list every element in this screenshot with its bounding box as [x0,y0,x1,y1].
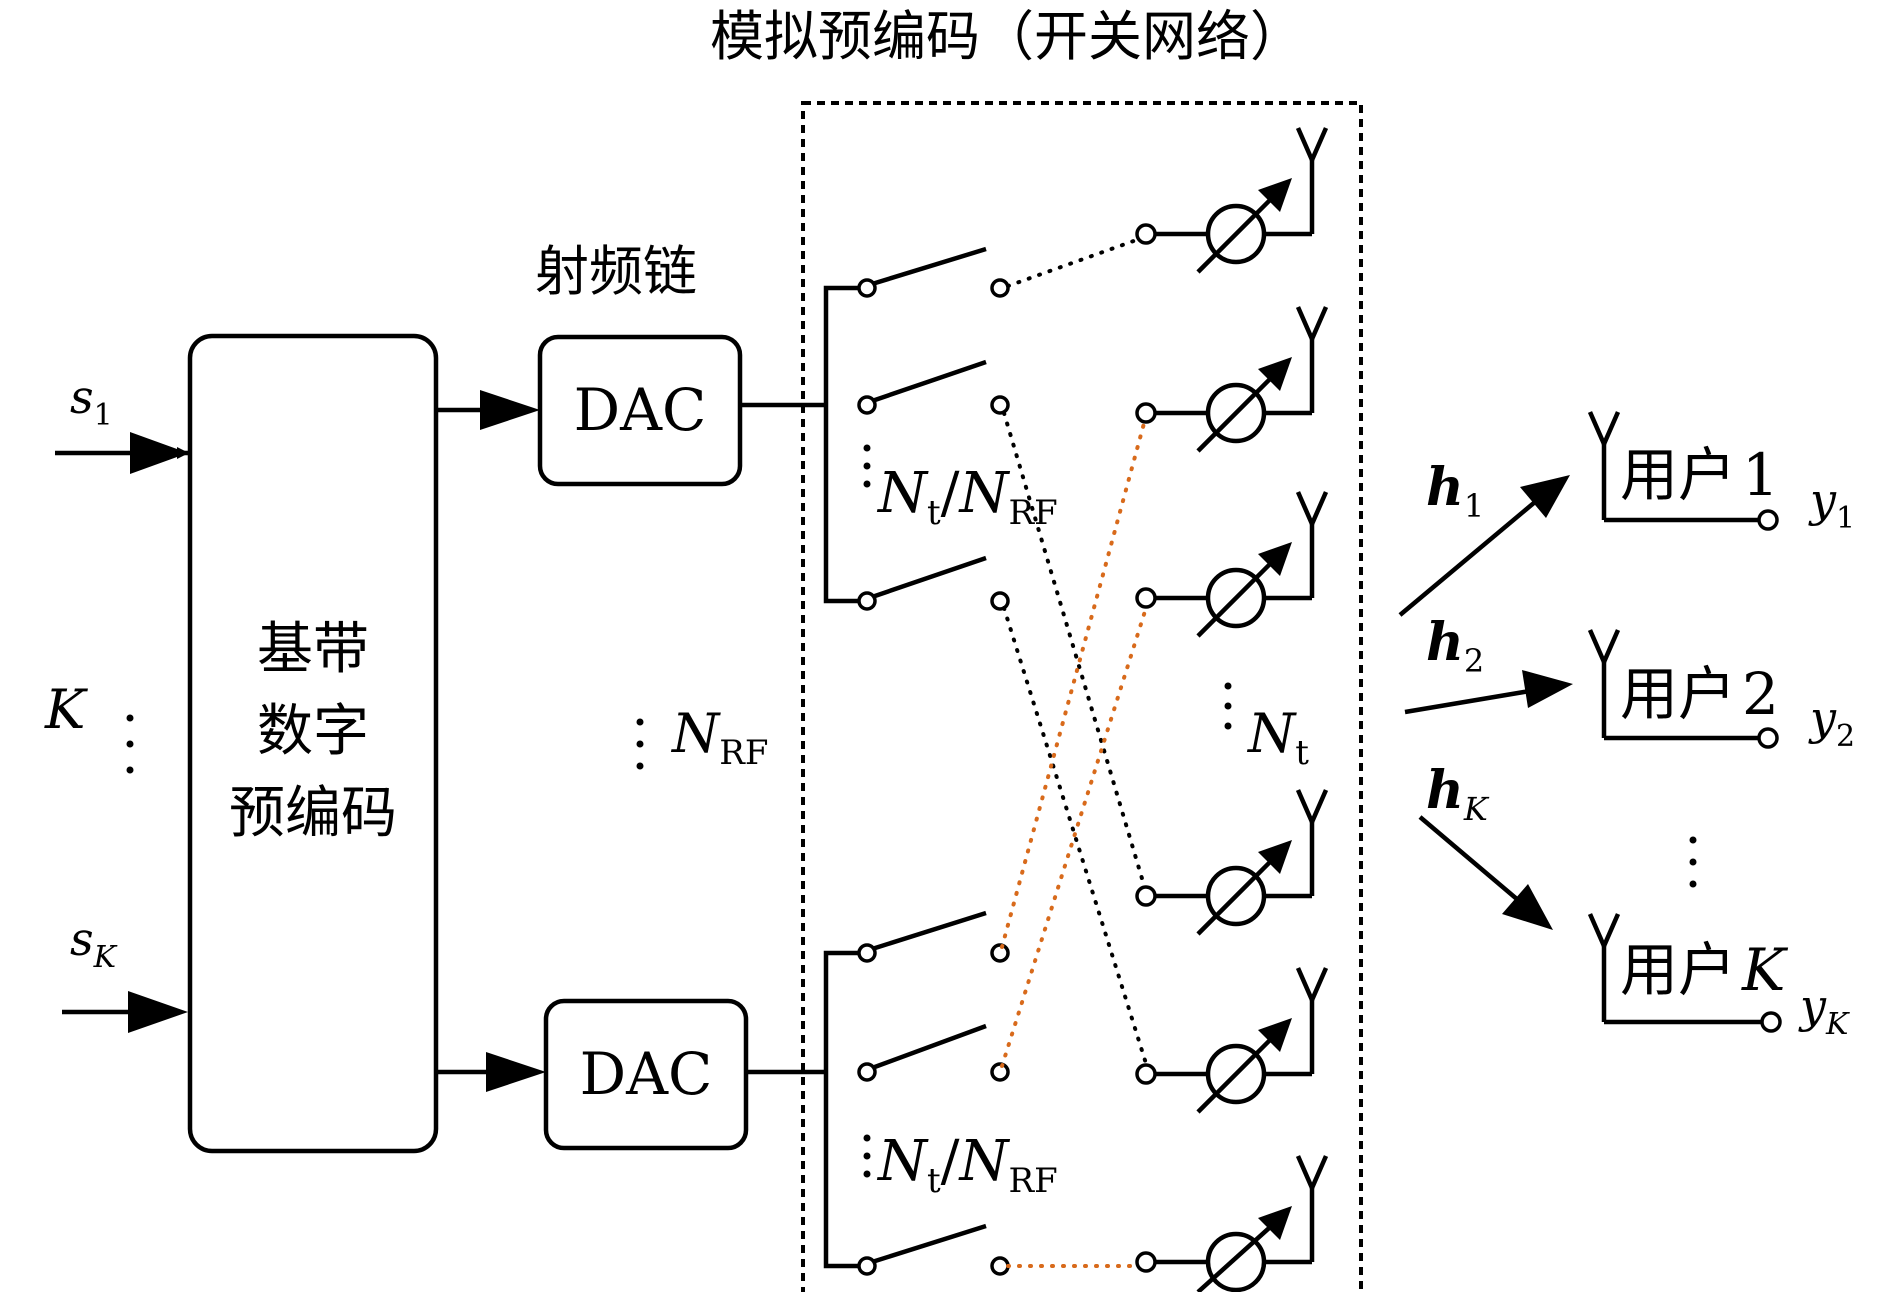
switch-bus-upper [823,285,867,604]
dac-block-1-label: DAC [574,376,707,444]
phase-shifter-antenna-2 [1135,306,1329,453]
switch-lower-2 [857,1023,1010,1082]
phase-shifter-antenna-3 [1135,491,1329,638]
input-sK-arrowhead [128,991,188,1033]
channel-h1-arrowhead [1520,475,1570,518]
input-s1-label: s1 [70,370,113,433]
user-1-antenna [1587,411,1779,531]
connection-black-1 [1006,236,1144,288]
input-vertical-dots [126,714,134,774]
switch-lower-3 [857,1223,1010,1276]
channel-h2-arrowhead [1522,670,1573,708]
nrf-vertical-dots [636,718,644,770]
nrf-label: NRF [670,702,768,773]
antenna-vertical-dots [1224,682,1232,730]
channel-hK-label: hK [1426,760,1490,828]
phase-shifter-antenna-5 [1135,967,1329,1114]
dac-block-1 [537,334,743,487]
channel-hK-arrow [1418,815,1520,902]
baseband-line-2: 数字 [257,699,369,764]
phase-shifter-antenna-4 [1135,789,1329,936]
dac-block-2 [543,998,749,1151]
channel-h2-arrow [1404,688,1531,715]
channel-h2-label: h2 [1426,612,1484,680]
user-1-output-label: y1 [1808,473,1855,536]
channel-hK-arrowhead [1502,884,1553,930]
baseband-to-dac2-arrowhead [486,1052,546,1092]
switch-group-upper-label: Nt/NRF [876,461,1058,533]
channel-h1-label: h1 [1426,457,1484,525]
switch-group-lower-dots [863,1134,871,1178]
baseband-line-1: 基带 [257,617,369,682]
input-sK-label: sK [70,912,118,975]
phase-shifter-antenna-1 [1135,127,1329,274]
rf-chain-label: 射频链 [535,240,697,303]
input-count-label: K [44,678,88,741]
switch-bus-lower [823,950,867,1269]
switch-group-upper-dots [863,444,871,488]
channel-h1-arrow [1398,500,1537,617]
connection-orange-1 [1000,414,1148,949]
user-2-antenna [1587,629,1779,749]
antenna-count-label: Nt [1246,702,1309,773]
switch-upper-2 [857,359,1010,415]
connection-black-3 [1002,606,1150,1072]
switch-upper-3 [857,555,1010,611]
user-K-output-label: yK [1798,979,1850,1042]
input-s1-arrowhead-shape [130,432,188,474]
dac-block-2-label: DAC [580,1040,713,1108]
connection-black-2 [1002,411,1148,894]
diagram-title: 模拟预编码（开关网络） [710,5,1304,68]
phase-shifter-antenna-6 [1135,1155,1329,1292]
switch-group-lower-label: Nt/NRF [876,1129,1058,1201]
switch-upper-1 [857,246,1010,298]
baseband-line-3: 预编码 [229,781,397,846]
baseband-to-dac1-arrowhead [480,390,540,430]
baseband-precoder-block [187,333,439,1154]
switch-network-frame [801,101,1363,1292]
connection-orange-2 [1000,606,1148,1068]
switch-lower-1 [857,910,1010,963]
user-vertical-dots [1689,836,1697,888]
user-K-antenna [1587,913,1782,1033]
user-2-output-label: y2 [1808,691,1855,754]
